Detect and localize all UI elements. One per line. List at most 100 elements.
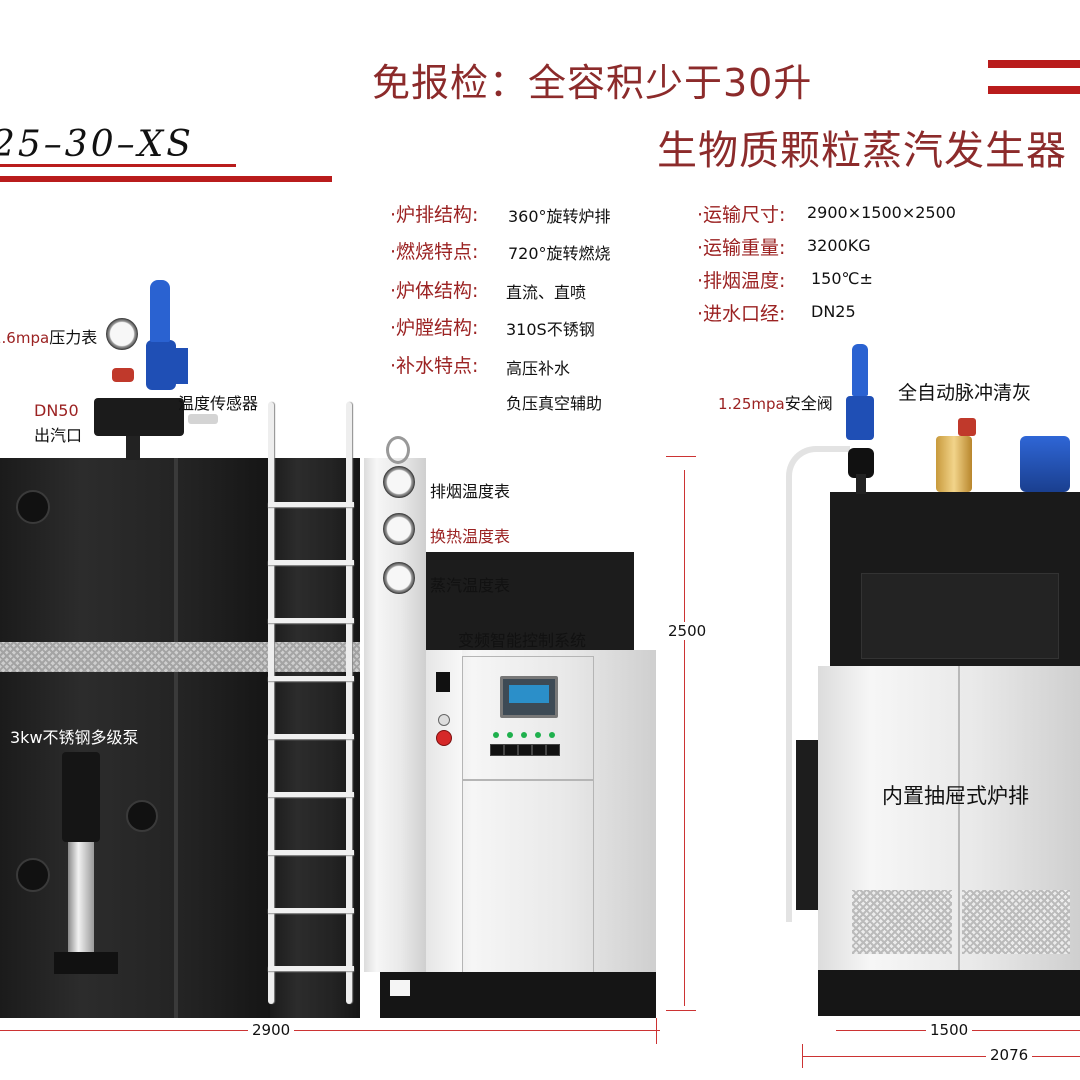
auto-cleaning-label: 全自动脉冲清灰 — [898, 382, 1032, 404]
flange-icon — [16, 858, 50, 892]
pressure-gauge-callout: 1.6mpa压力表 — [0, 324, 97, 348]
valve-stem — [856, 474, 866, 494]
heat-exchange-gauge-icon — [383, 513, 415, 545]
boiler-body — [0, 458, 270, 1018]
cabinet-side — [426, 650, 462, 972]
cleaning-motor-icon — [1020, 436, 1070, 492]
indicator-led-icon — [535, 732, 541, 738]
digital-display-icon — [436, 672, 450, 692]
spec-label: ·炉膛结构: — [390, 317, 479, 339]
heat-exchange-gauge-label: 换热温度表 — [430, 527, 511, 546]
side-return-pipe — [786, 446, 850, 922]
spec-label: ·燃烧特点: — [390, 241, 479, 263]
spec-label: ·炉排结构: — [390, 204, 479, 226]
pump-motor — [62, 752, 100, 842]
control-button[interactable] — [504, 744, 518, 756]
brass-fitting-icon — [936, 436, 972, 492]
spec-value: 2900×1500×2500 — [807, 203, 956, 222]
length-dimension-line — [0, 1030, 660, 1031]
emergency-stop-icon[interactable] — [436, 730, 452, 746]
indicator-led-icon — [507, 732, 513, 738]
pump-stainless-body — [68, 842, 94, 952]
temp-sensor-label: 温度传感器 — [178, 394, 259, 413]
indicator-led-icon — [493, 732, 499, 738]
flange-icon — [16, 490, 50, 524]
valve-handle-icon — [112, 368, 134, 382]
control-button[interactable] — [490, 744, 504, 756]
spec-value: 720°旋转燃烧 — [508, 244, 611, 263]
outlet-size-label: DN50 — [34, 401, 79, 420]
spec-value-extra: 负压真空辅助 — [506, 394, 603, 413]
spec-label: ·补水特点: — [390, 355, 479, 377]
length-dimension: 2900 — [248, 1021, 295, 1039]
spec-label: ·运输尺寸: — [697, 204, 786, 226]
safety-valve-body — [146, 340, 176, 390]
ladder — [268, 402, 354, 1004]
safety-valve-label: 安全阀 — [784, 394, 833, 413]
side-vent-left — [852, 890, 952, 954]
safety-valve-top — [150, 280, 170, 342]
cabinet-door-upper — [462, 656, 594, 780]
spec-value: 310S不锈钢 — [506, 320, 595, 339]
pressure-gauge-value: 1.6mpa — [0, 329, 50, 347]
spec-label: ·进水口经: — [697, 303, 786, 325]
exhaust-temp-gauge-icon — [383, 466, 415, 498]
outlet-flange — [94, 398, 184, 436]
control-system-label: 变频智能控制系统 — [458, 631, 587, 650]
pressure-gauge-icon — [106, 318, 138, 350]
temp-sensor-icon — [188, 414, 218, 424]
length-dimension-tick — [656, 1018, 657, 1044]
model-underline-long — [0, 176, 332, 182]
height-dimension-line — [684, 470, 685, 1006]
control-button[interactable] — [532, 744, 546, 756]
outlet-label: 出汽口 — [34, 426, 83, 445]
model-number: 25–30–XS — [0, 124, 194, 165]
width-dimension: 1500 — [926, 1021, 973, 1039]
spec-value: 高压补水 — [506, 359, 571, 378]
height-dimension-tick — [666, 456, 696, 457]
side-panel-seam — [958, 666, 960, 970]
control-button[interactable] — [518, 744, 532, 756]
safety-valve-icon — [852, 344, 868, 396]
safety-valve-side — [176, 348, 188, 384]
headline: 免报检：全容积少于30升 — [372, 61, 813, 105]
model-underline-short — [0, 164, 236, 167]
safety-valve-body — [846, 396, 874, 440]
product-title: 生物质颗粒蒸汽发生器 — [657, 128, 1067, 174]
spec-label: ·排烟温度: — [697, 270, 786, 292]
valve-flange-icon — [848, 448, 874, 478]
spec-value: 150℃± — [811, 269, 873, 288]
total-width-dimension-tick — [802, 1044, 803, 1068]
side-pump — [796, 740, 818, 910]
red-valve-icon — [958, 418, 976, 436]
steam-temp-gauge-icon — [383, 562, 415, 594]
spec-value: 直流、直喷 — [506, 283, 587, 302]
selector-switch-icon — [438, 714, 450, 726]
safety-valve-callout: 1.25mpa安全阀 — [718, 390, 833, 414]
base-label — [390, 980, 410, 996]
touch-screen[interactable] — [500, 676, 558, 718]
safety-valve-value: 1.25mpa — [718, 395, 785, 413]
red-stripe-bottom — [988, 86, 1080, 94]
control-button[interactable] — [546, 744, 560, 756]
spec-value: 360°旋转炉排 — [508, 207, 611, 226]
side-hood — [862, 574, 1058, 658]
exhaust-temp-gauge-label: 排烟温度表 — [430, 482, 511, 501]
spec-label: ·运输重量: — [697, 237, 786, 259]
total-width-dimension-line — [802, 1056, 1080, 1057]
indicator-led-icon — [549, 732, 555, 738]
pump-base — [54, 952, 118, 974]
cabinet-base — [380, 972, 656, 1018]
spec-label: ·炉体结构: — [390, 280, 479, 302]
pressure-gauge-label: 压力表 — [49, 328, 98, 347]
pump-label: 3kw不锈钢多级泵 — [10, 728, 139, 747]
lifting-ring-icon — [386, 436, 410, 464]
body-seam — [174, 458, 178, 1018]
button-row — [490, 732, 570, 758]
cabinet-door-lower — [462, 780, 594, 974]
hood — [426, 552, 634, 650]
total-width-dimension: 2076 — [986, 1046, 1033, 1064]
red-stripe-top — [988, 60, 1080, 68]
vent-band — [0, 642, 360, 672]
side-base — [818, 970, 1080, 1016]
